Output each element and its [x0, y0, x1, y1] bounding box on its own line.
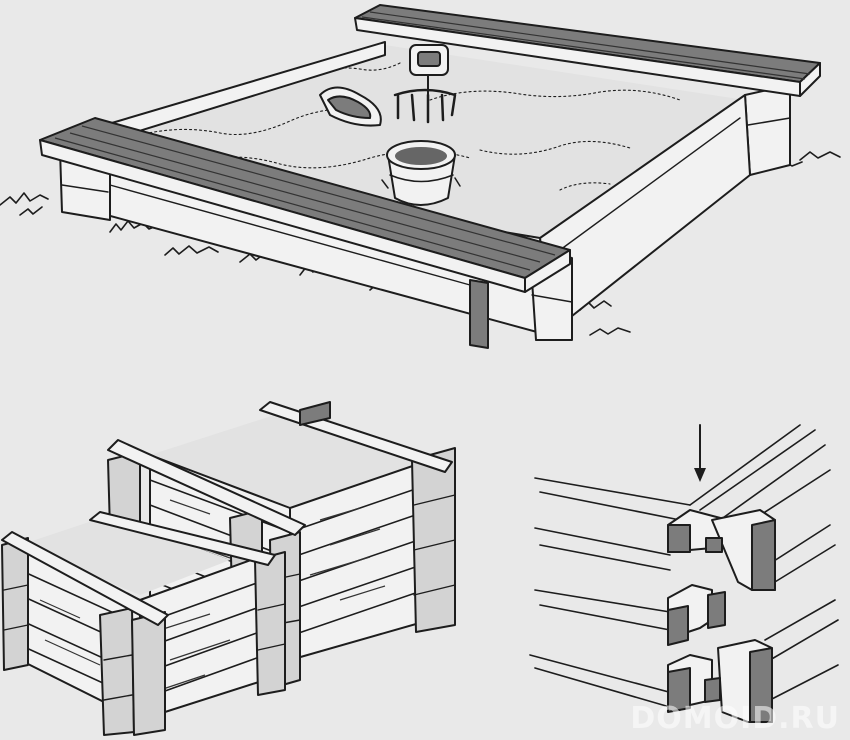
lower-box [1, 511, 286, 736]
sandbox-back-right-post [744, 84, 791, 176]
lower-box-post-front [99, 607, 135, 736]
top-notched-log [667, 509, 776, 591]
lower-box-rail-front [1, 531, 169, 626]
arrow-down-icon [694, 424, 706, 482]
lower-box-rail-back [89, 511, 276, 566]
middle-notched-log [667, 584, 726, 646]
toy-bucket [381, 140, 461, 206]
front-bench-grain [54, 125, 556, 271]
toy-rake [393, 44, 457, 124]
joint-detail-panel [529, 424, 839, 723]
toy-shovel [319, 86, 382, 127]
joint-logs [529, 424, 839, 711]
sandbox-front-post [469, 279, 489, 349]
bottom-notched-log [667, 639, 773, 723]
lower-box-post-right [254, 551, 286, 696]
sandbox-panel [0, 4, 841, 349]
planter-boxes-panel [1, 401, 456, 736]
upper-box-post-right [411, 447, 456, 633]
upper-box-rail-left [107, 439, 306, 536]
lower-box-post-left [1, 537, 29, 671]
watermark: DOMOID.RU [630, 701, 840, 736]
